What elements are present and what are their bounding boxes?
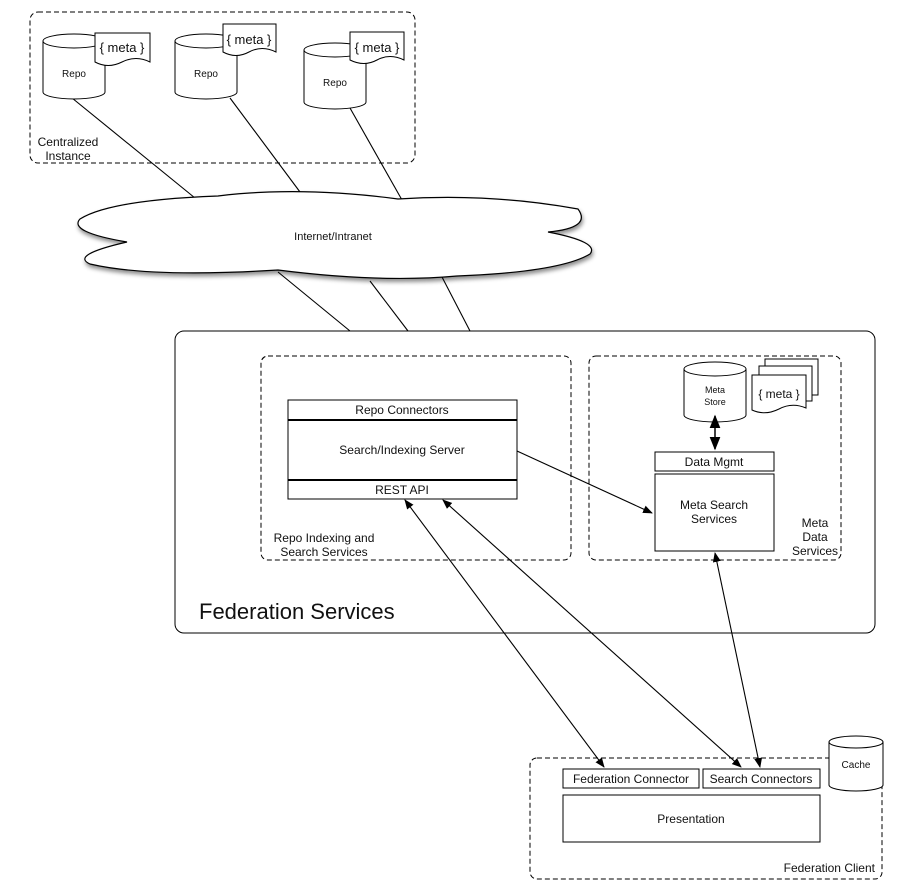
repo-3: Repo { meta } bbox=[303, 31, 405, 110]
search-indexing-server-label: Search/Indexing Server bbox=[339, 443, 464, 457]
repo-indexing-boundary bbox=[260, 355, 572, 561]
cloud-label: Internet/Intranet bbox=[294, 231, 372, 243]
cache-cylinder-top bbox=[828, 735, 884, 749]
repo-1-cylinder-icon bbox=[42, 41, 106, 100]
repo-3-meta-label: { meta } bbox=[355, 40, 400, 55]
repo-2-meta-label: { meta } bbox=[227, 32, 272, 47]
federation-connector-box bbox=[562, 768, 700, 789]
arrow-indexing-to-meta-search bbox=[516, 450, 653, 514]
repo-2-label: Repo bbox=[194, 69, 218, 80]
meta-store-cylinder-icon bbox=[683, 369, 747, 423]
meta-data-services: Meta Data Services Meta Store { meta } D… bbox=[588, 355, 842, 561]
link-repo2-cloud bbox=[229, 97, 301, 193]
link-repo1-cloud bbox=[71, 97, 196, 199]
repo-connectors-box bbox=[287, 399, 518, 500]
repo-1: Repo { meta } bbox=[42, 32, 151, 100]
federation-services-group: Federation Services Repo Indexing and Se… bbox=[174, 330, 876, 634]
repo-1-meta-document-icon bbox=[94, 32, 151, 66]
federation-client-label: Federation Client bbox=[784, 861, 876, 875]
meta-store-label: Meta bbox=[705, 385, 725, 395]
repo-connectors-label: Repo Connectors bbox=[355, 403, 448, 417]
meta-search-services-label: Meta Search bbox=[680, 498, 748, 512]
network-links bbox=[71, 97, 471, 332]
link-cloud-fed2 bbox=[369, 280, 409, 332]
repo-indexing-search-services: Repo Indexing and Search Services Repo C… bbox=[260, 355, 572, 561]
repo-1-label: Repo bbox=[62, 69, 86, 80]
federation-services-title: Federation Services bbox=[199, 599, 395, 624]
link-cloud-fed1 bbox=[277, 271, 351, 332]
repo-2: Repo { meta } bbox=[174, 23, 277, 100]
repo-3-cylinder-icon bbox=[303, 50, 367, 110]
arrow-meta-search-search-connectors bbox=[712, 552, 763, 768]
meta-store-label-2: Store bbox=[704, 397, 726, 407]
repo-2-cylinder-icon bbox=[174, 41, 238, 100]
link-repo3-cloud bbox=[349, 107, 403, 201]
search-connectors-label: Search Connectors bbox=[710, 772, 813, 786]
arrow-rest-api-search-connectors bbox=[442, 499, 742, 768]
repo-3-label: Repo bbox=[323, 78, 347, 89]
centralized-instance-group: Centralized Instance Repo { meta } Repo … bbox=[29, 11, 416, 164]
repo-2-meta-document-icon bbox=[222, 23, 277, 56]
centralized-instance-boundary bbox=[29, 11, 416, 164]
repo-1-meta-label: { meta } bbox=[100, 40, 145, 55]
repo-indexing-label-2: Search Services bbox=[280, 545, 367, 559]
federation-client-boundary bbox=[529, 757, 883, 880]
meta-data-services-label-2: Data bbox=[802, 530, 828, 544]
link-cloud-fed3 bbox=[441, 276, 471, 332]
cache-cylinder-icon bbox=[828, 742, 884, 792]
search-connectors-box bbox=[702, 768, 821, 789]
internet-intranet-cloud: Internet/Intranet bbox=[77, 191, 593, 280]
presentation-box bbox=[562, 794, 821, 843]
meta-store-cylinder-top bbox=[683, 361, 747, 377]
cache-label: Cache bbox=[842, 760, 871, 771]
meta-data-services-label: Meta bbox=[802, 516, 829, 530]
meta-doc-label: { meta } bbox=[758, 387, 799, 401]
repo-indexing-label: Repo Indexing and bbox=[274, 531, 375, 545]
presentation-label: Presentation bbox=[657, 812, 724, 826]
centralized-instance-label-2: Instance bbox=[45, 149, 91, 163]
data-mgmt-box bbox=[654, 451, 775, 472]
meta-data-services-label-3: Services bbox=[792, 544, 838, 558]
repo-3-meta-document-icon bbox=[349, 31, 405, 64]
cloud-shape bbox=[77, 191, 593, 280]
meta-search-services-label-2: Services bbox=[691, 512, 737, 526]
federation-connector-label: Federation Connector bbox=[573, 772, 689, 786]
rest-api-label: REST API bbox=[375, 483, 429, 497]
data-mgmt-label: Data Mgmt bbox=[685, 455, 744, 469]
flow-arrows bbox=[404, 450, 763, 768]
centralized-instance-label: Centralized bbox=[38, 135, 99, 149]
federation-client-group: Federation Client Federation Connector S… bbox=[529, 735, 884, 880]
meta-doc-front-icon bbox=[751, 374, 807, 414]
